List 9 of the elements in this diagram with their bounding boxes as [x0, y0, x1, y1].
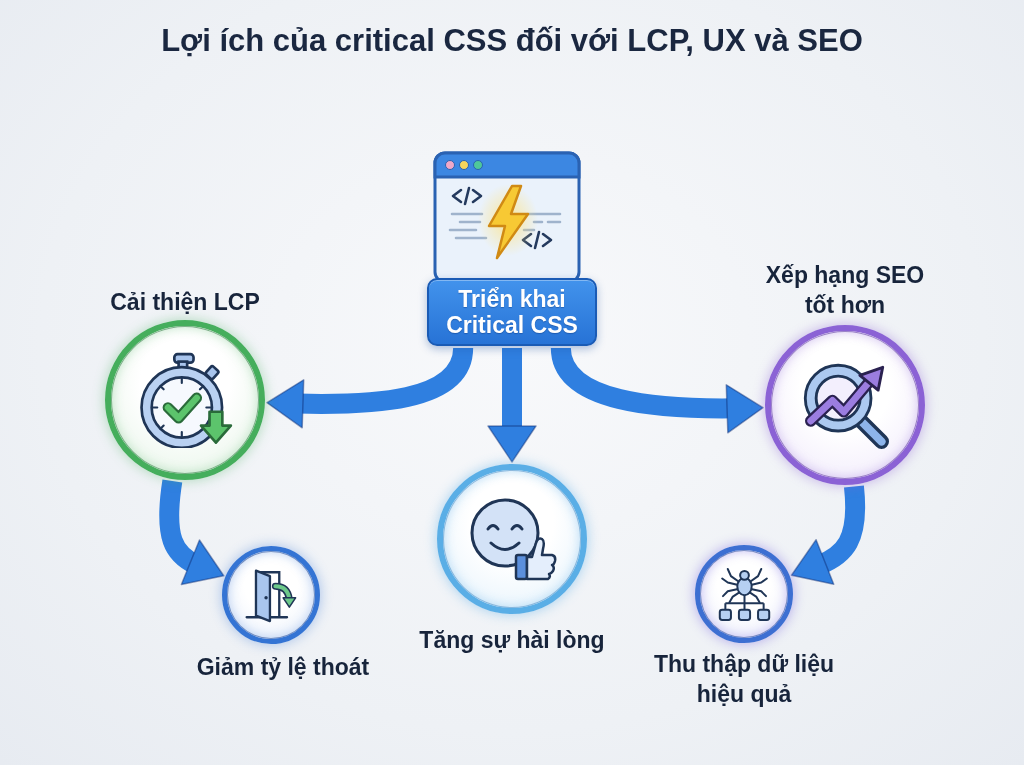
- benefit-label: Xếp hạng SEO tốt hơn: [764, 261, 926, 321]
- benefit-label: Tăng sự hài lòng: [419, 626, 605, 655]
- benefit-label: Giảm tỷ lệ thoát: [196, 653, 370, 682]
- diagram-title: Lợi ích của critical CSS đối với LCP, UX và SEO: [161, 22, 863, 60]
- arrow: [487, 348, 537, 463]
- benefit-label: Cải thiện LCP: [110, 288, 260, 318]
- benefit-label: Thu thập dữ liệu hiệu quả: [652, 650, 836, 709]
- step-banner: [427, 278, 597, 346]
- banner-label: Triển khai Critical CSS: [445, 285, 579, 339]
